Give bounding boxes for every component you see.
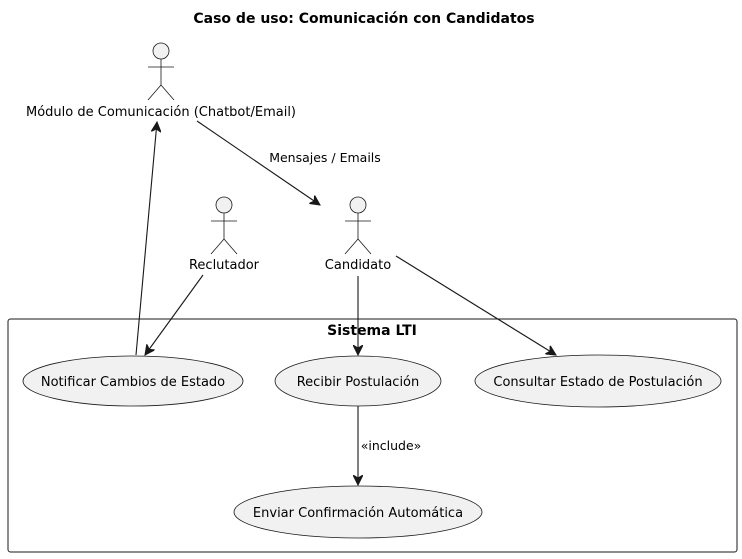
edge-candidato-to-consultar bbox=[395, 255, 556, 355]
system-title: Sistema LTI bbox=[327, 323, 417, 339]
edge-label-include: «include» bbox=[361, 438, 422, 453]
actor-modulo-comunicacion: Módulo de Comunicación (Chatbot/Email) bbox=[26, 42, 296, 120]
usecase-label: Enviar Confirmación Automática bbox=[253, 506, 463, 521]
usecase-consultar-estado: Consultar Estado de Postulación bbox=[474, 354, 722, 408]
usecase-label: Notificar Cambios de Estado bbox=[41, 375, 225, 390]
usecase-notificar-cambios: Notificar Cambios de Estado bbox=[22, 355, 244, 407]
edge-label-mensajes: Mensajes / Emails bbox=[269, 150, 381, 165]
usecase-label: Recibir Postulación bbox=[297, 375, 420, 390]
usecase-enviar-confirmacion: Enviar Confirmación Automática bbox=[233, 485, 483, 539]
edge-reclutador-to-notificar bbox=[145, 274, 204, 355]
actor-label: Reclutador bbox=[189, 258, 260, 273]
actor-candidato: Candidato bbox=[325, 196, 391, 273]
actor-stick-figure-icon bbox=[344, 196, 372, 255]
actor-label: Candidato bbox=[325, 258, 391, 273]
actor-stick-figure-icon bbox=[147, 42, 175, 101]
usecase-recibir-postulacion: Recibir Postulación bbox=[274, 355, 442, 407]
edge-notificar-to-modulo bbox=[135, 122, 157, 356]
system-boundary: Sistema LTI bbox=[7, 318, 738, 553]
usecase-label: Consultar Estado de Postulación bbox=[493, 375, 702, 390]
diagram-title: Caso de uso: Comunicación con Candidatos bbox=[193, 11, 534, 27]
actor-label: Módulo de Comunicación (Chatbot/Email) bbox=[26, 105, 296, 120]
edge-modulo-to-candidato bbox=[196, 120, 320, 205]
actor-stick-figure-icon bbox=[210, 196, 238, 255]
actor-reclutador: Reclutador bbox=[189, 196, 260, 273]
